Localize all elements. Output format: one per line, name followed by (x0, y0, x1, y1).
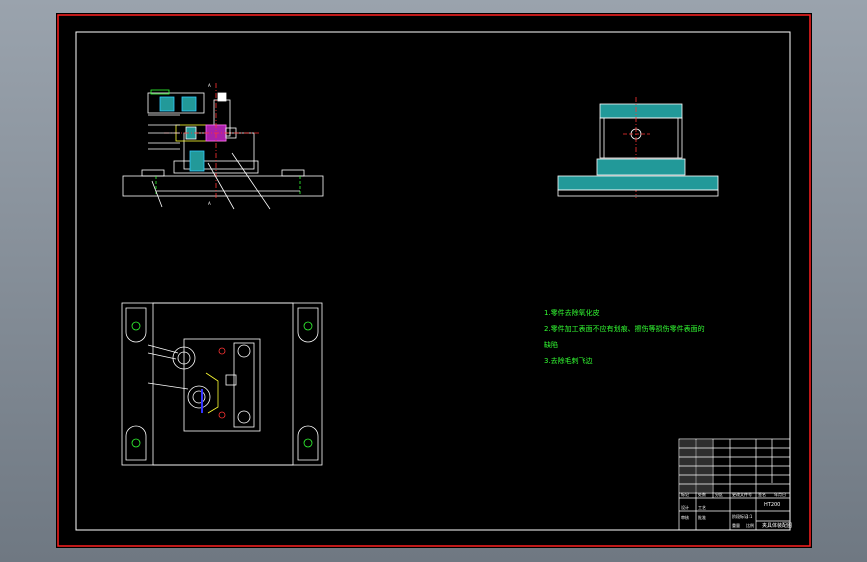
tb-scale-label-2: 比例 (746, 522, 754, 528)
svg-text:A: A (208, 201, 211, 206)
sheet-inner-frame (75, 31, 791, 531)
tb-sign-0: 标记 (681, 491, 689, 497)
sheet-outer-border (57, 14, 811, 547)
svg-text:A: A (208, 83, 211, 88)
tb-sign-1: 处数 (698, 491, 706, 497)
drawing-canvas: A A (57, 14, 811, 547)
top-view (121, 302, 323, 466)
tb-scale-value: 1:1 (746, 514, 753, 519)
tb-row-3: 批准 (698, 514, 706, 520)
note-2: 2.零件加工表面不应有划痕、擦伤等损伤零件表面的 (544, 324, 705, 333)
tb-sign-4: 签名 (758, 491, 766, 497)
note-2b: 缺陷 (544, 340, 558, 349)
technical-notes: 1.零件去除氧化皮 2.零件加工表面不应有划痕、擦伤等损伤零件表面的 缺陷 3.… (544, 308, 705, 365)
note-1: 1.零件去除氧化皮 (544, 308, 600, 317)
tb-row-0: 设计 (681, 504, 689, 510)
tb-sign-2: 分区 (715, 491, 723, 497)
note-3: 3.去除毛刺飞边 (544, 356, 593, 365)
title-block (678, 438, 791, 531)
tb-sign-3: 更改文件号 (732, 491, 752, 497)
tb-row-1: 审核 (681, 514, 689, 520)
title-block-text: 标记 处数 分区 更改文件号 签名 年月日 设计 审核 工艺 批准 阶段标记 重… (681, 491, 792, 529)
tb-sign-5: 年月日 (774, 491, 786, 497)
cad-viewport[interactable]: A A (56, 13, 812, 548)
tb-scale-label-0: 阶段标记 (732, 513, 748, 519)
front-view: A A (122, 83, 324, 210)
side-view (557, 97, 719, 198)
tb-material: HT200 (764, 502, 780, 508)
tb-drawing-name: 夹具体装配图 (762, 522, 792, 529)
tb-row-2: 工艺 (698, 505, 706, 510)
tb-scale-label-1: 重量 (732, 522, 740, 528)
